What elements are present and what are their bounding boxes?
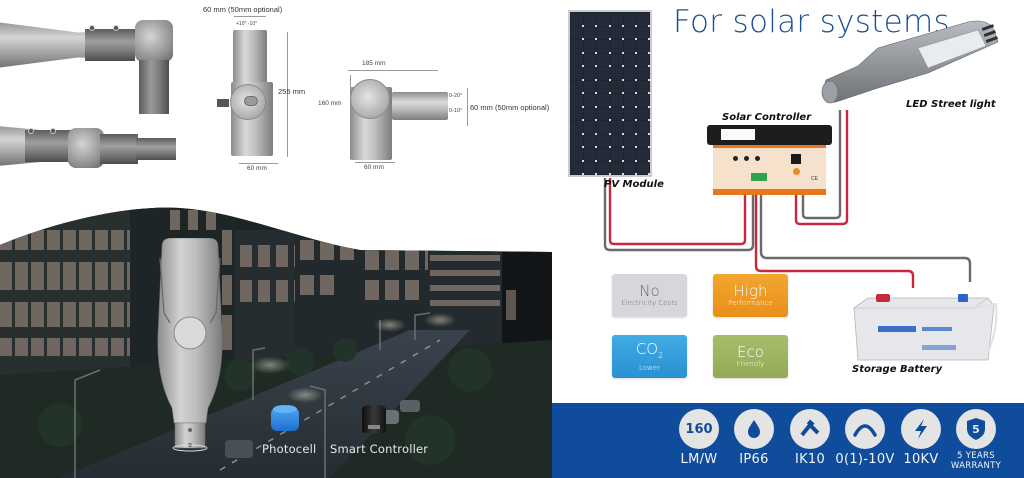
night-street-scene: Photocell Smart Controller <box>0 200 552 478</box>
dim-bracket-height: 160 mm <box>318 100 342 107</box>
dim-tilt-up: 0-20° <box>449 93 463 99</box>
benefit-co2-lower: CO2 Lower <box>612 335 687 378</box>
dim-base-width: 60 mm <box>247 165 267 172</box>
spec-ip-rating: IP66 <box>724 409 784 467</box>
spec-surge-protection-label: 10KV <box>903 452 939 467</box>
bracket-photo-horizontal <box>0 118 180 178</box>
benefit-eco-friendly: Eco Friendly <box>713 335 788 378</box>
photocell-product <box>270 403 300 433</box>
specifications-band: 160 LM/W IP66 IK10 0(1)-10V 10KV 5 5 YEA… <box>552 403 1024 478</box>
benefit-high-performance: High Performance <box>713 274 788 317</box>
solar-controller-device: CE <box>707 125 832 197</box>
city-night-illustration <box>0 207 552 478</box>
spec-warranty: 5 5 YEARS WARRANTY <box>946 409 1006 471</box>
spec-ip-rating-label: IP66 <box>739 452 769 467</box>
spec-dimming: 0(1)-10V <box>835 409 895 467</box>
spec-ik-rating: IK10 <box>780 409 840 467</box>
dim-tilt-down: 0-10° <box>449 108 463 114</box>
bracket-photo-vertical <box>0 0 180 114</box>
led-street-light-product <box>150 238 230 463</box>
spec-warranty-label-line2: WARRANTY <box>950 461 1002 471</box>
led-street-light-fixture <box>818 18 1008 108</box>
smart-controller-label: Smart Controller <box>330 442 429 456</box>
solar-controller-label: Solar Controller <box>722 112 812 123</box>
dim-horizontal-base-width: 60 mm <box>364 164 384 171</box>
dim-height: 255 mm <box>278 87 306 96</box>
pv-module-panel <box>568 10 652 177</box>
storage-battery <box>848 290 998 365</box>
spec-efficacy: 160 LM/W <box>669 409 729 467</box>
spec-dimming-label: 0(1)-10V <box>835 452 895 467</box>
lightning-bolt-icon <box>901 409 941 449</box>
led-street-light-label: LED Street light <box>906 99 996 110</box>
dim-top-width: 60 mm (50mm optional) <box>203 5 283 14</box>
water-drop-icon <box>734 409 774 449</box>
impact-hammer-icon <box>790 409 830 449</box>
dim-length: 185 mm <box>362 60 386 67</box>
lumen-efficacy-icon: 160 <box>679 409 719 449</box>
benefit-no-electricity-costs: No Electricity Costs <box>612 274 687 317</box>
spec-ik-rating-label: IK10 <box>794 452 826 467</box>
spec-efficacy-label: LM/W <box>680 452 718 467</box>
dimension-drawing-vertical: 60 mm (50mm optional) +10° -10° 255 mm 6… <box>200 0 310 180</box>
pv-module-label: PV Module <box>604 179 664 190</box>
dim-tube-width: 60 mm (50mm optional) <box>470 103 550 112</box>
spec-warranty-label-line1: 5 YEARS <box>957 451 995 461</box>
spec-surge-protection: 10KV <box>891 409 951 467</box>
photocell-label: Photocell <box>262 442 317 456</box>
warranty-shield-icon: 5 <box>956 409 996 449</box>
dim-tilt: +10° -10° <box>236 21 258 27</box>
smart-controller-product <box>362 403 386 435</box>
dimension-drawing-horizontal: 185 mm 160 mm 0-20° 0-10° 60 mm (50mm op… <box>315 55 560 180</box>
wiring-diagram <box>603 110 972 288</box>
solar-section-title: For solar systems <box>673 4 950 40</box>
dimming-arc-icon <box>845 409 885 449</box>
storage-battery-label: Storage Battery <box>852 364 943 375</box>
